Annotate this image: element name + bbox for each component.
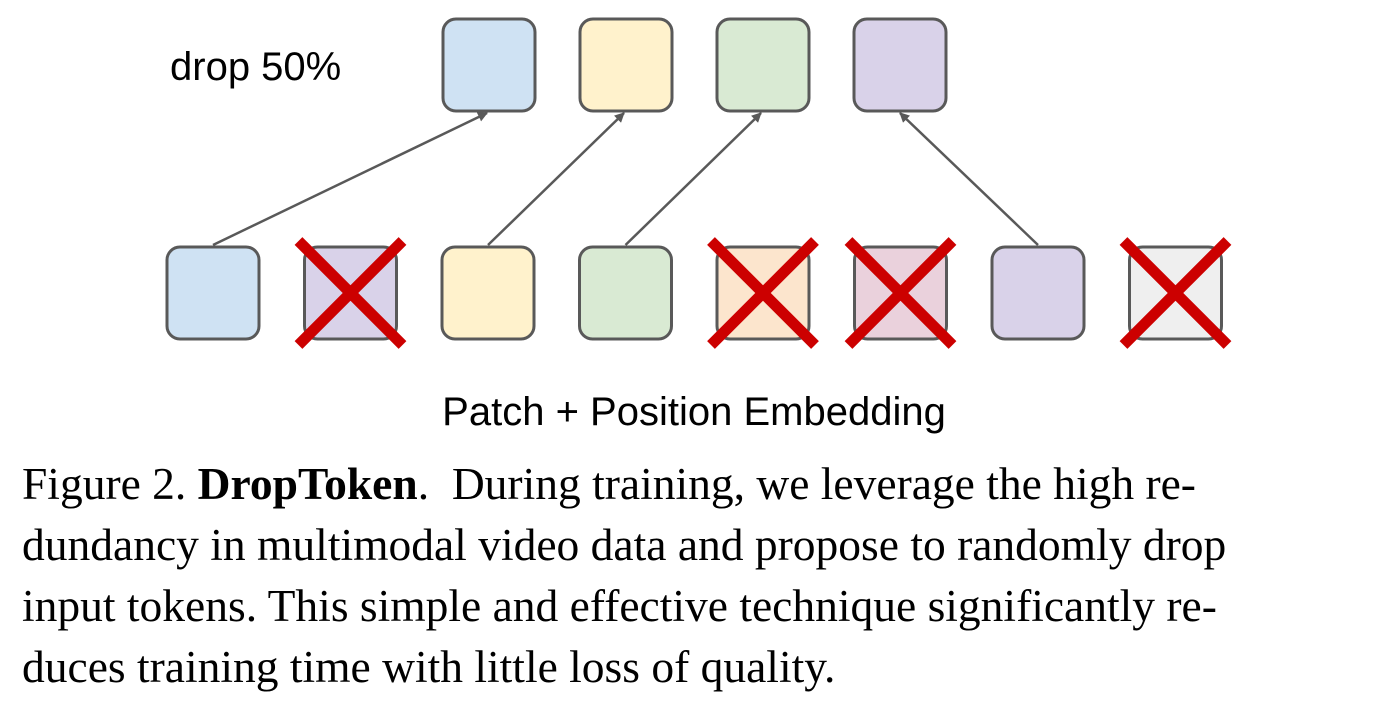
bottom-label: Patch + Position Embedding xyxy=(442,390,946,434)
input-token xyxy=(578,245,673,341)
kept-token xyxy=(715,17,811,113)
figure-label: Figure 2. xyxy=(22,458,187,509)
input-token xyxy=(440,245,536,341)
input-token-row xyxy=(165,237,1232,349)
kept-token xyxy=(852,17,948,113)
caption-title: DropToken xyxy=(197,458,418,509)
kept-token xyxy=(578,17,674,113)
figure-caption: Figure 2. DropToken. During training, we… xyxy=(22,453,1372,697)
kept-token-row xyxy=(441,17,948,113)
drop-label: drop 50% xyxy=(170,45,341,89)
input-token xyxy=(165,245,261,341)
drop-cross-icon xyxy=(1119,237,1232,349)
drop-cross-icon xyxy=(707,237,819,349)
kept-token xyxy=(441,17,537,113)
caption-line-1: During training, we leverage the high re… xyxy=(451,458,1196,509)
token-arrows xyxy=(212,111,1039,247)
token-arrow xyxy=(487,112,625,246)
input-token xyxy=(990,245,1086,341)
caption-line-2: dundancy in multimodal video data and pr… xyxy=(22,519,1227,570)
drop-cross-icon xyxy=(844,237,957,349)
caption-title-period: . xyxy=(417,458,430,509)
drop-cross-icon xyxy=(294,237,407,349)
token-arrow xyxy=(212,111,488,247)
caption-line-4: duces training time with little loss of … xyxy=(22,641,836,692)
token-arrow xyxy=(899,112,1039,246)
caption-line-3: input tokens. This simple and effective … xyxy=(22,580,1217,631)
token-arrow xyxy=(624,112,762,246)
droptoken-diagram: drop 50% Patch + Position Embedding xyxy=(165,17,1232,434)
